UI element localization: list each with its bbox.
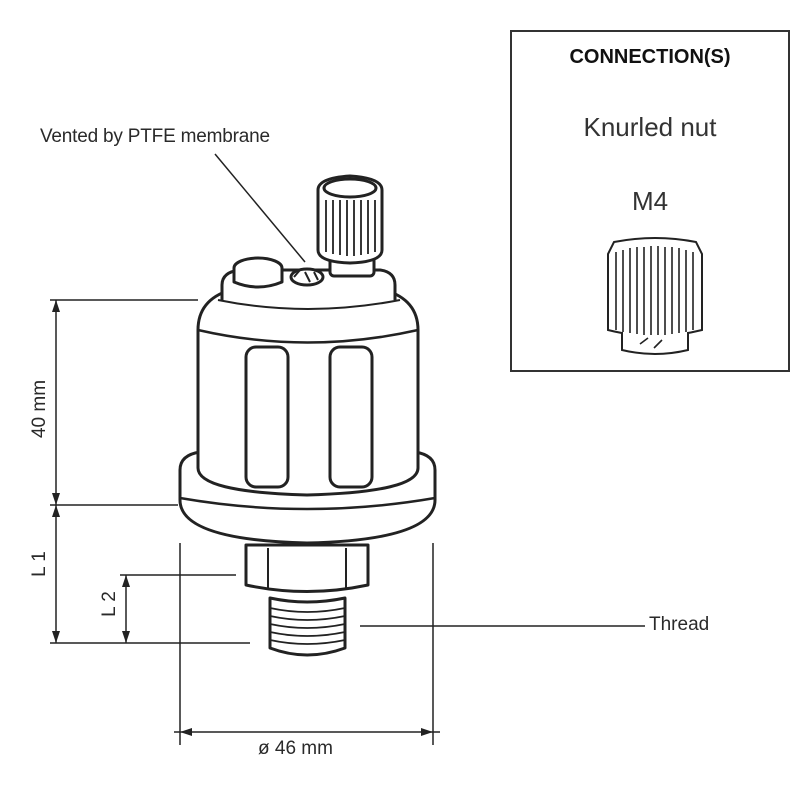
knurled-nut-icon <box>607 237 703 355</box>
l1-dimension-label: L 1 <box>29 551 50 577</box>
hex-nut <box>244 543 370 593</box>
terminal-knurled-nut <box>316 174 384 265</box>
thread-callout-label: Thread <box>649 614 710 635</box>
l2-dimension-label: L 2 <box>99 591 120 617</box>
grip-recess <box>328 345 374 489</box>
connection-size: M4 <box>631 186 669 216</box>
diameter-dimension-label: ø 46 mm <box>258 738 333 759</box>
sensor-body <box>196 288 420 497</box>
connection-panel: CONNECTION(S) Knurled nut M4 <box>510 30 790 372</box>
vent-callout-label: Vented by PTFE membrane <box>40 126 270 147</box>
height-dimension-label: 40 mm <box>29 379 50 439</box>
connection-name: Knurled nut <box>583 112 717 142</box>
thread-fitting <box>268 596 347 657</box>
connection-title: CONNECTION(S) <box>569 46 731 68</box>
grip-recess <box>244 345 290 489</box>
